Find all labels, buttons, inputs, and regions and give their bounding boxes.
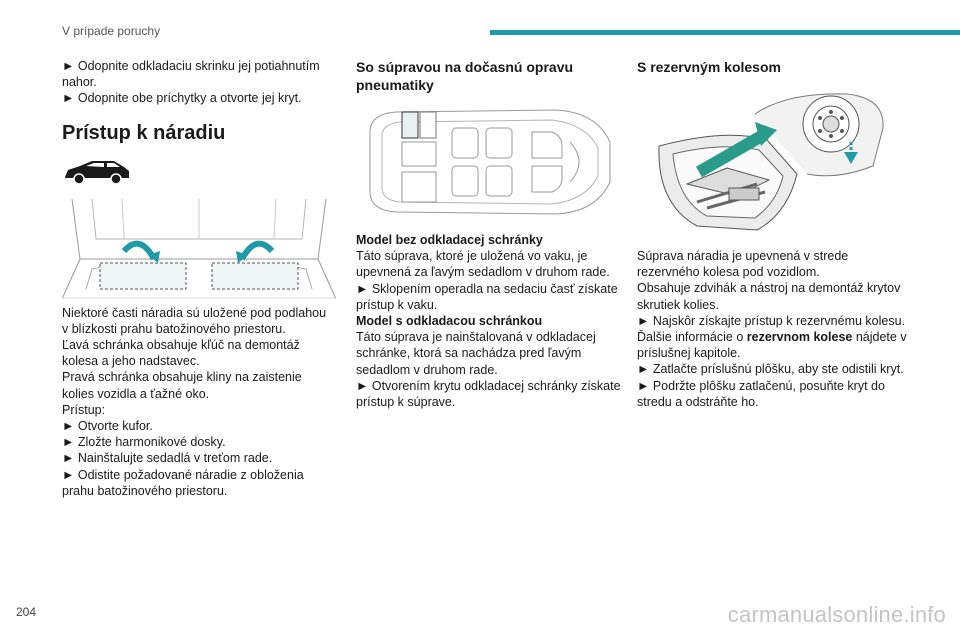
- car-interior-top-view-illustration: [369, 109, 611, 215]
- suv-silhouette-icon: [65, 160, 129, 185]
- column-right: S rezervným kolesom Súprava náradia je u…: [637, 58, 907, 410]
- trunk-tool-storage-illustration: [62, 198, 336, 299]
- body-text: Táto súprava, ktoré je uložená vo vaku, …: [356, 249, 610, 280]
- body-text: Pravá schránka obsahuje kliny na zaisten…: [62, 370, 302, 401]
- instruction-step: ► Sklopením operadla na sedaciu časť zís…: [356, 281, 618, 312]
- instruction-step: ► Zložte harmonikové dosky.: [62, 435, 226, 450]
- spare-wheel-toolkit-illustration: [658, 93, 884, 231]
- instruction-step: ► Odistite požadované náradie z obloženi…: [62, 467, 304, 498]
- instruction-step: ► Otvorením krytu odkladacej schránky zí…: [356, 378, 621, 410]
- instruction-step: ► Odopnite obe príchytky a otvorte jej k…: [62, 91, 302, 106]
- body-text: Obsahuje zdvihák a nástroj na demontáž k…: [637, 281, 901, 312]
- body-text: Táto súprava je nainštalovaná v odkladac…: [356, 330, 596, 377]
- running-header: V prípade poruchy: [62, 24, 161, 38]
- instruction-step: ► Zatlačte príslušnú plôšku, aby ste odi…: [637, 362, 904, 377]
- section-heading: Prístup k náradiu: [62, 121, 226, 144]
- subheading: Model bez odkladacej schránky: [356, 233, 543, 247]
- page-number: 204: [16, 605, 37, 619]
- body-text: Ďalšie informácie o rezervnom kolese náj…: [637, 329, 907, 361]
- section-heading: S rezervným kolesom: [637, 59, 781, 75]
- body-text: Ľavá schránka obsahuje kľúč na demontáž …: [62, 338, 300, 369]
- header-accent-bar: [490, 30, 960, 35]
- watermark: carmanualsonline.info: [727, 602, 946, 627]
- cross-reference-suffix: nájdete v príslušnej kapitole.: [637, 330, 907, 361]
- section-heading: So súpravou na dočasnú opravu pneumatiky: [356, 59, 574, 93]
- instruction-step: ► Podržte plôšku zatlačenú, posuňte kryt…: [637, 378, 885, 409]
- cross-reference-prefix: Ďalšie informácie o: [637, 330, 747, 345]
- subheading: Model s odkladacou schránkou: [356, 314, 543, 329]
- instruction-step: ► Nainštalujte sedadlá v treťom rade.: [62, 451, 273, 466]
- instruction-step: ► Najskôr získajte prístup k rezervnému …: [637, 313, 906, 328]
- instruction-step: ► Odopnite odkladaciu skrinku jej potiah…: [62, 59, 320, 90]
- body-text: Niektoré časti náradia sú uložené pod po…: [62, 305, 327, 336]
- body-text: Súprava náradia je upevnená v strede rez…: [637, 249, 849, 280]
- column-left: ► Odopnite odkladaciu skrinku jej potiah…: [62, 58, 336, 499]
- body-text: Prístup:: [62, 402, 106, 417]
- instruction-step: ► Otvorte kufor.: [62, 419, 153, 434]
- cross-reference-link: rezervnom kolese: [746, 330, 853, 345]
- column-middle: So súpravou na dočasnú opravu pneumatiky…: [356, 58, 621, 410]
